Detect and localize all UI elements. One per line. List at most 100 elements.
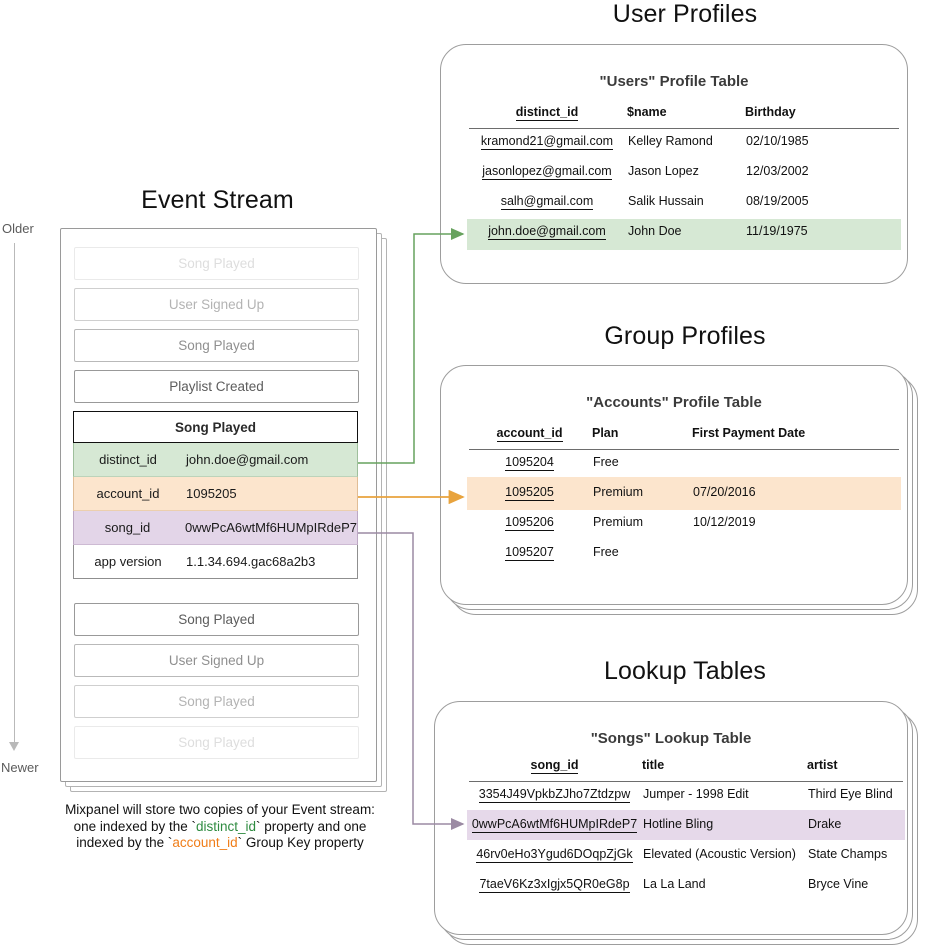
- accounts-table-header-row: account_id Plan First Payment Date: [467, 426, 901, 447]
- caption-line-3: indexed by the `account_id` Group Key pr…: [30, 835, 410, 852]
- users-table-header-row: distinct_id $name Birthday: [467, 105, 901, 126]
- users-table: distinct_id $name Birthday kramond21@gma…: [467, 105, 901, 246]
- timeline-arrow-icon: [9, 742, 19, 751]
- event-property-app-version[interactable]: app version 1.1.34.694.gac68a2b3: [73, 545, 358, 579]
- cell-song-id: 3354J49VpkbZJho7Ztdzpw: [478, 787, 631, 803]
- cell-title: Elevated (Acoustic Version): [643, 847, 796, 861]
- table-row[interactable]: 1095207 Free: [467, 537, 901, 567]
- songs-table-header-row: song_id title artist: [467, 758, 905, 779]
- event-item[interactable]: User Signed Up: [74, 288, 359, 321]
- cell-first-payment-date: [692, 537, 901, 567]
- table-row[interactable]: jasonlopez@gmail.com Jason Lopez 12/03/2…: [467, 156, 901, 186]
- table-row[interactable]: 46rv0eHo3Ygud6DOqpZjGk Elevated (Acousti…: [467, 839, 905, 869]
- accounts-header-rule: [469, 449, 899, 451]
- cell-account-id: 1095204: [505, 455, 554, 471]
- property-value: john.doe@gmail.com: [186, 452, 309, 467]
- cell-distinct-id: john.doe@gmail.com: [488, 224, 606, 240]
- expanded-event-card[interactable]: Song Played distinct_id john.doe@gmail.c…: [73, 411, 358, 579]
- property-key: song_id: [104, 520, 151, 535]
- property-value: 0wwPcA6wtMf6HUMpIRdeP7: [185, 520, 357, 535]
- users-highlight-row: [467, 219, 901, 250]
- cell-distinct-id: kramond21@gmail.com: [480, 134, 614, 150]
- event-item[interactable]: Song Played: [74, 247, 359, 280]
- event-item[interactable]: Song Played: [74, 685, 359, 718]
- table-row[interactable]: salh@gmail.com Salik Hussain 08/19/2005: [467, 186, 901, 216]
- table-row[interactable]: 7taeV6Kz3xIgjx5QR0eG8p La La Land Bryce …: [467, 869, 905, 899]
- cell-plan: Premium: [593, 485, 644, 499]
- users-profile-table-card: "Users" Profile Table distinct_id $name …: [440, 44, 908, 284]
- cell-title: Jumper - 1998 Edit: [643, 787, 749, 801]
- songs-lookup-table-card: "Songs" Lookup Table song_id title artis…: [434, 701, 908, 935]
- cell-artist: Bryce Vine: [808, 877, 869, 891]
- accounts-table-title: "Accounts" Profile Table: [586, 394, 762, 411]
- table-row[interactable]: 3354J49VpkbZJho7Ztdzpw Jumper - 1998 Edi…: [467, 779, 905, 809]
- cell-plan: Free: [593, 545, 619, 559]
- accounts-col-plan: Plan: [592, 426, 619, 440]
- event-item[interactable]: Song Played: [74, 726, 359, 759]
- lookup-tables-title: Lookup Tables: [603, 657, 767, 685]
- cell-name: John Doe: [628, 224, 682, 238]
- table-row-highlighted[interactable]: 1095205 Premium 07/20/2016: [467, 477, 901, 507]
- timeline-newer-label: Newer: [1, 760, 39, 775]
- event-property-distinct-id[interactable]: distinct_id john.doe@gmail.com: [73, 443, 358, 477]
- event-item[interactable]: Song Played: [74, 603, 359, 636]
- users-header-rule: [469, 128, 899, 130]
- timeline-axis: [14, 243, 15, 748]
- event-property-song-id[interactable]: song_id 0wwPcA6wtMf6HUMpIRdeP7: [73, 511, 358, 545]
- table-row-highlighted[interactable]: john.doe@gmail.com John Doe 11/19/1975: [467, 216, 901, 246]
- users-table-title: "Users" Profile Table: [599, 73, 749, 90]
- property-key: app version: [94, 554, 162, 569]
- property-value: 1095205: [186, 486, 237, 501]
- caption-l2-pre: one indexed by the `: [73, 818, 196, 834]
- timeline-older-label: Older: [2, 221, 34, 236]
- event-stream-caption: Mixpanel will store two copies of your E…: [30, 802, 410, 852]
- songs-header-rule: [469, 781, 903, 783]
- event-item[interactable]: Song Played: [74, 329, 359, 362]
- songs-col-song-id: song_id: [530, 758, 579, 774]
- caption-account-id-token: account_id: [172, 835, 238, 850]
- cell-first-payment-date: 10/12/2019: [693, 515, 756, 529]
- cell-name: Jason Lopez: [628, 164, 699, 178]
- event-item[interactable]: Playlist Created: [74, 370, 359, 403]
- cell-account-id: 1095206: [505, 515, 554, 531]
- songs-table: song_id title artist 3354J49VpkbZJho7Ztd…: [467, 758, 905, 899]
- table-row-highlighted[interactable]: 0wwPcA6wtMf6HUMpIRdeP7 Hotline Bling Dra…: [467, 809, 905, 839]
- users-col-birthday: Birthday: [745, 105, 796, 119]
- table-row[interactable]: 1095204 Free: [467, 447, 901, 477]
- cell-birthday: 02/10/1985: [746, 134, 809, 148]
- cell-account-id: 1095205: [505, 485, 554, 501]
- cell-song-id: 0wwPcA6wtMf6HUMpIRdeP7: [471, 817, 638, 833]
- cell-name: Kelley Ramond: [628, 134, 713, 148]
- cell-artist: Third Eye Blind: [808, 787, 893, 801]
- caption-l3-post: ` Group Key property: [237, 835, 364, 850]
- caption-line-1: Mixpanel will store two copies of your E…: [65, 802, 375, 817]
- cell-name: Salik Hussain: [628, 194, 704, 208]
- cell-birthday: 08/19/2005: [746, 194, 809, 208]
- caption-l3-pre: indexed by the `: [76, 835, 173, 850]
- cell-distinct-id: jasonlopez@gmail.com: [482, 164, 612, 180]
- caption-line-2: one indexed by the `distinct_id` propert…: [30, 819, 410, 836]
- cell-first-payment-date: [692, 447, 901, 477]
- cell-song-id: 7taeV6Kz3xIgjx5QR0eG8p: [479, 877, 630, 893]
- songs-table-title: "Songs" Lookup Table: [590, 730, 752, 747]
- accounts-profile-table-card: "Accounts" Profile Table account_id Plan…: [440, 365, 908, 605]
- accounts-table: account_id Plan First Payment Date 10952…: [467, 426, 901, 567]
- cell-birthday: 11/19/1975: [746, 224, 808, 238]
- event-property-account-id[interactable]: account_id 1095205: [73, 477, 358, 511]
- property-value: 1.1.34.694.gac68a2b3: [186, 554, 316, 569]
- users-col-distinct-id: distinct_id: [515, 105, 579, 121]
- cell-title: Hotline Bling: [643, 817, 714, 831]
- cell-song-id: 46rv0eHo3Ygud6DOqpZjGk: [476, 847, 633, 863]
- table-row[interactable]: kramond21@gmail.com Kelley Ramond 02/10/…: [467, 126, 901, 156]
- property-key: account_id: [96, 486, 160, 501]
- cell-artist: State Champs: [808, 847, 888, 861]
- event-item[interactable]: User Signed Up: [74, 644, 359, 677]
- cell-first-payment-date: 07/20/2016: [693, 485, 756, 499]
- lookup-tables-panel-wrap: "Songs" Lookup Table song_id title artis…: [434, 701, 918, 951]
- table-row[interactable]: 1095206 Premium 10/12/2019: [467, 507, 901, 537]
- accounts-highlight-row: [467, 477, 901, 510]
- accounts-col-account-id: account_id: [496, 426, 563, 442]
- songs-highlight-row: [467, 810, 905, 840]
- cell-artist: Drake: [808, 817, 842, 831]
- users-col-name: $name: [627, 105, 667, 119]
